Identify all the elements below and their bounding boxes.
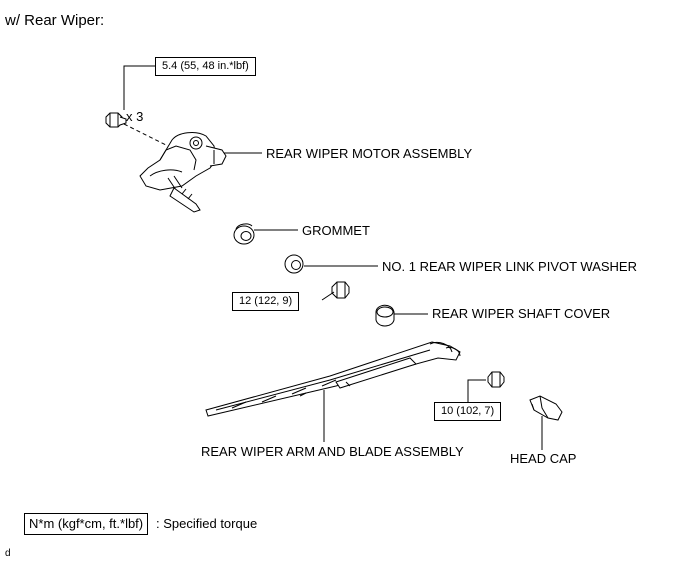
torque-box-pivot-nut: 12 (122, 9) xyxy=(232,292,300,311)
legend-unit-box: N*m (kgf*cm, ft.*lbf) xyxy=(24,513,149,535)
part-label-head-cap: HEAD CAP xyxy=(510,451,577,466)
washer-illustration xyxy=(284,254,304,274)
diagram-title: w/ Rear Wiper: xyxy=(5,12,105,29)
shaft-cover-illustration xyxy=(375,304,395,327)
legend-description: : Specified torque xyxy=(156,516,258,531)
head-cap-illustration xyxy=(529,395,563,421)
torque-box-arm-nut: 10 (102, 7) xyxy=(434,402,502,421)
figure-code: d xyxy=(5,548,11,559)
part-label-shaft-cover: REAR WIPER SHAFT COVER xyxy=(432,306,611,321)
arm-nut-illustration xyxy=(487,371,505,388)
bolt-illustration xyxy=(105,112,127,128)
quantity-label: x 3 xyxy=(126,109,144,124)
part-label-grommet: GROMMET xyxy=(302,223,370,238)
leader-pivot-nut xyxy=(321,291,335,301)
part-label-arm-blade: REAR WIPER ARM AND BLADE ASSEMBLY xyxy=(201,444,464,459)
wiper-arm-illustration xyxy=(205,341,461,417)
leader-motor-bolt xyxy=(123,65,155,110)
pivot-nut-illustration xyxy=(331,281,350,299)
leader-arm-nut xyxy=(467,379,486,402)
bolt-dashed-line xyxy=(123,123,177,151)
grommet-illustration xyxy=(233,223,255,245)
torque-box-motor-bolt: 5.4 (55, 48 in.*lbf) xyxy=(155,57,256,76)
part-label-washer: NO. 1 REAR WIPER LINK PIVOT WASHER xyxy=(382,259,637,274)
part-label-motor: REAR WIPER MOTOR ASSEMBLY xyxy=(266,146,473,161)
motor-illustration xyxy=(139,132,227,213)
